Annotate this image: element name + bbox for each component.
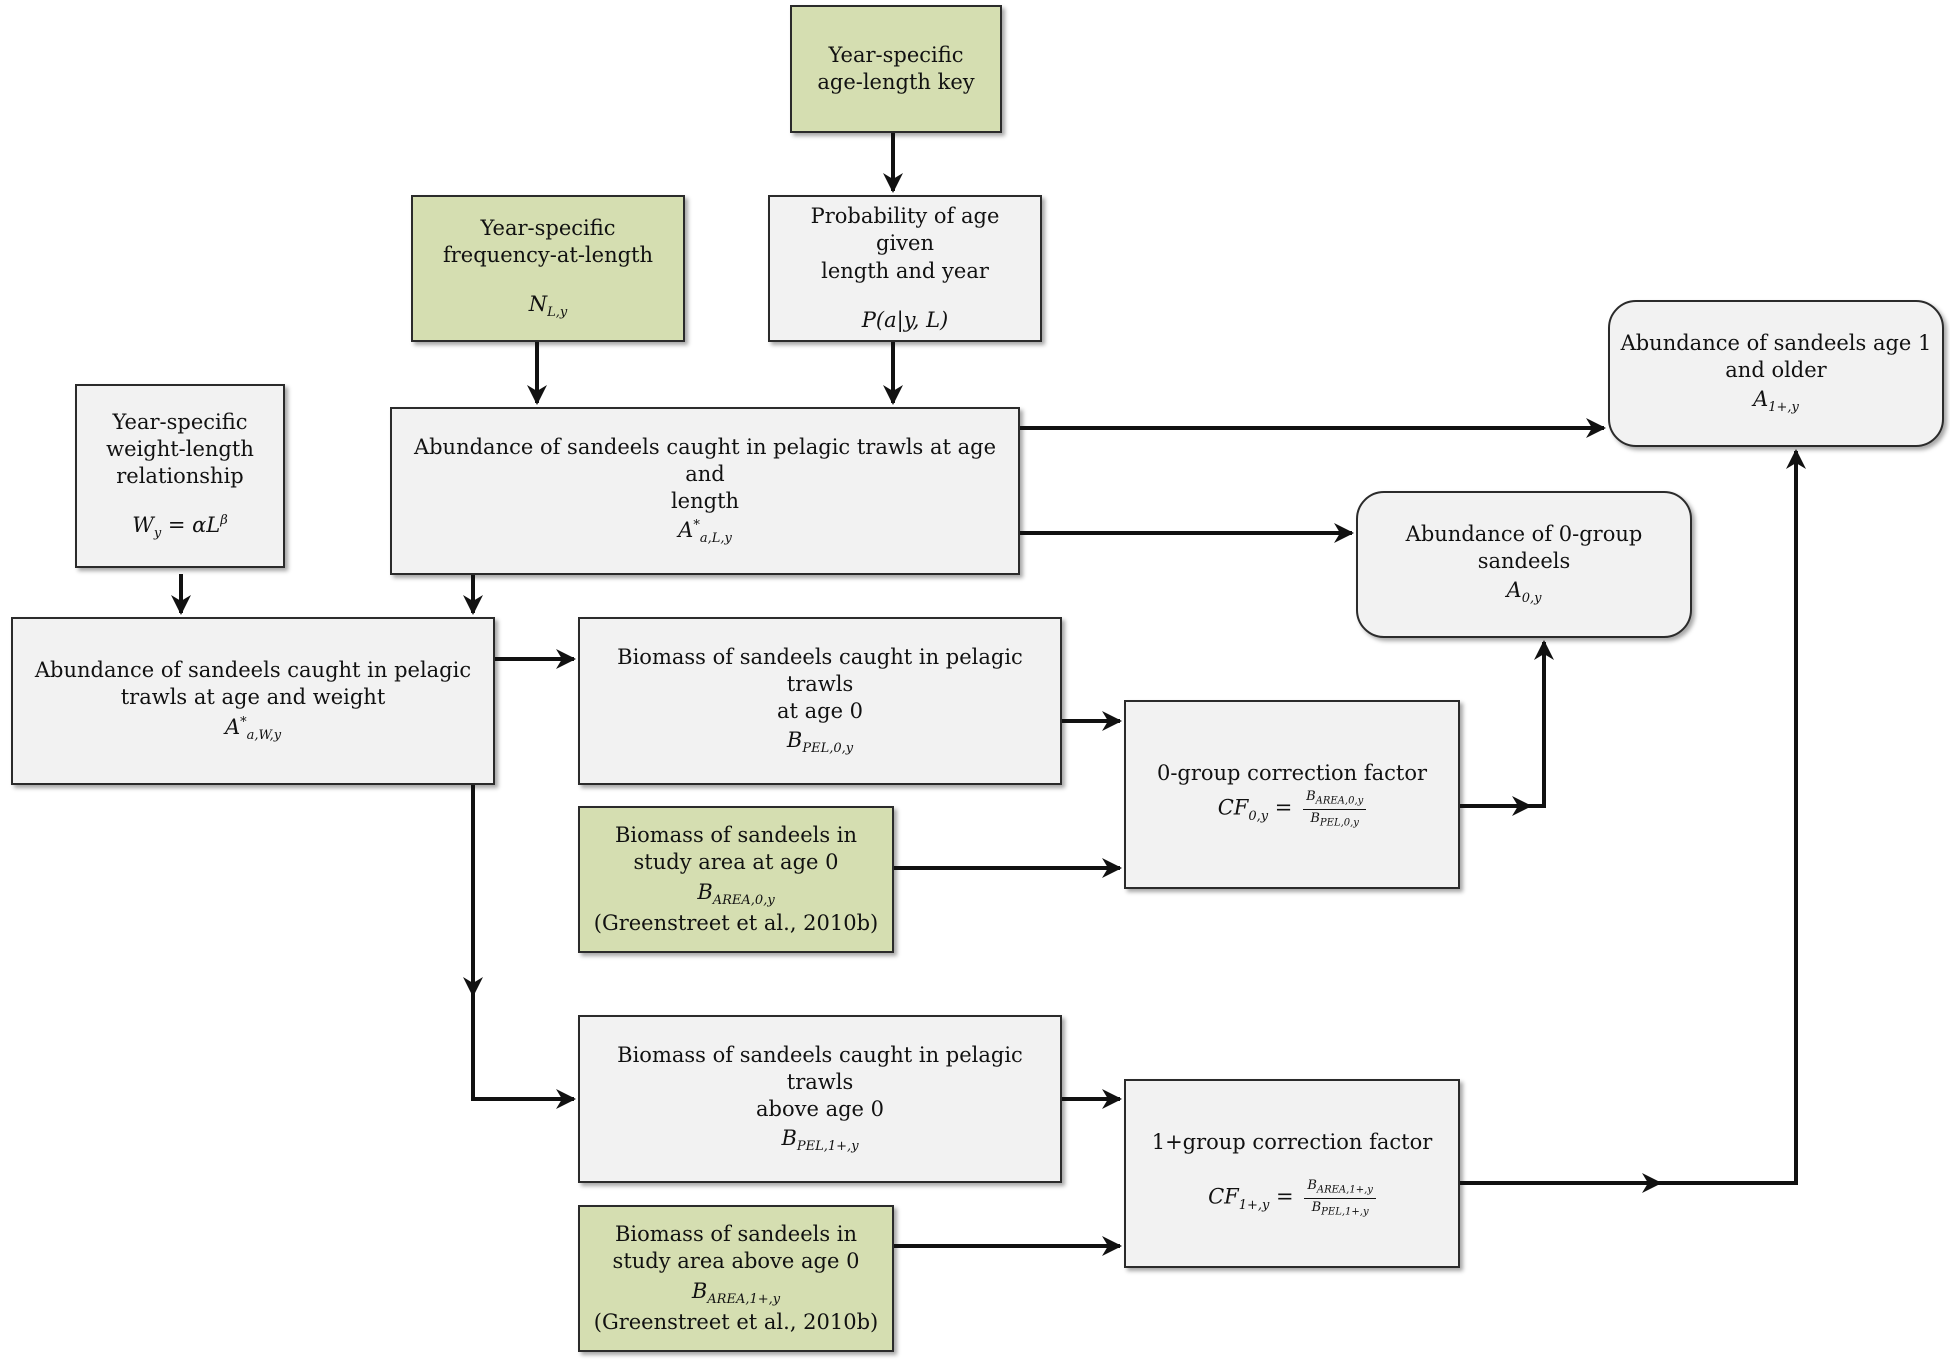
node-formula: BPEL,0,y	[786, 728, 854, 757]
node-text-line: weight-length	[106, 436, 254, 461]
node-text-line: Biomass of sandeels in	[614, 1222, 858, 1247]
node-formula: A*a,L,y	[678, 518, 732, 547]
node-text-line: 1+group correction factor	[1151, 1129, 1433, 1154]
node-abundance-age-weight: Abundance of sandeels caught in pelagic …	[11, 617, 495, 785]
node-text-line: Abundance of sandeels age 1	[1620, 330, 1932, 355]
formula-fraction: BAREA,1+,y BPEL,1+,y	[1304, 1178, 1376, 1218]
node-reference: (Greenstreet et al., 2010b)	[593, 910, 879, 935]
node-formula: BAREA,1+,y	[691, 1278, 781, 1307]
node-formula: A0,y	[1506, 578, 1542, 607]
node-text-line: 0-group correction factor	[1156, 760, 1428, 785]
node-formula: BAREA,0,y	[697, 879, 775, 908]
node-biomass-area-age-0: Biomass of sandeels in study area at age…	[578, 806, 894, 953]
node-formula: NL,y	[528, 292, 568, 321]
node-text-line: Biomass of sandeels in	[614, 823, 858, 848]
node-frequency-at-length: Year-specific frequency-at-length NL,y	[411, 195, 685, 342]
node-text-line: Biomass of sandeels caught in pelagic tr…	[617, 644, 1023, 696]
node-text-line: at age 0	[776, 699, 864, 724]
node-abundance-age-1-plus: Abundance of sandeels age 1 and older A1…	[1608, 300, 1944, 447]
node-correction-factor-1-plus-group: 1+group correction factor CF1+,y = BAREA…	[1124, 1079, 1460, 1268]
node-text-line: relationship	[116, 464, 244, 489]
node-text-line: frequency-at-length	[442, 242, 653, 267]
node-biomass-area-above-age-0: Biomass of sandeels in study area above …	[578, 1205, 894, 1352]
node-formula: CF1+,y = BAREA,1+,y BPEL,1+,y	[1208, 1178, 1376, 1218]
node-text-line: and older	[1725, 357, 1827, 382]
node-text-line: sandeels	[1477, 548, 1571, 573]
node-reference: (Greenstreet et al., 2010b)	[593, 1309, 879, 1334]
node-text-line: Year-specific	[480, 215, 616, 240]
node-probability-of-age: Probability of age given length and year…	[768, 195, 1042, 342]
node-formula: A1+,y	[1753, 387, 1799, 416]
node-text-line: study area at age 0	[633, 850, 839, 875]
node-formula: BPEL,1+,y	[781, 1126, 859, 1155]
node-formula: Wy = αLβ	[132, 513, 228, 542]
node-text-line: length	[670, 489, 740, 514]
node-text-line: age-length key	[817, 70, 975, 94]
edge-abundance-age-weight-to-biomass-pelagic-1-plus	[471, 785, 576, 1109]
node-text-line: Year-specific	[112, 409, 248, 434]
node-text-line: Probability of age given	[810, 204, 1000, 256]
node-formula: CF0,y = BAREA,0,y BPEL,0,y	[1218, 789, 1367, 829]
node-formula: P(a|y, L)	[861, 307, 949, 332]
node-correction-factor-0-group: 0-group correction factor CF0,y = BAREA,…	[1124, 700, 1460, 889]
node-text-line: trawls at age and weight	[120, 685, 386, 710]
formula-fraction: BAREA,0,y BPEL,0,y	[1303, 789, 1367, 829]
node-text-line: length and year	[821, 258, 989, 283]
node-text-line: above age 0	[756, 1097, 884, 1122]
node-abundance-age-length: Abundance of sandeels caught in pelagic …	[390, 407, 1020, 575]
node-biomass-pelagic-above-age-0: Biomass of sandeels caught in pelagic tr…	[578, 1015, 1062, 1183]
node-formula: A*a,W,y	[224, 714, 282, 743]
node-text-line: Abundance of 0-group	[1405, 521, 1643, 546]
node-text-line: Abundance of sandeels caught in pelagic	[34, 658, 472, 683]
node-weight-length-relationship: Year-specific weight-length relationship…	[75, 384, 285, 568]
node-biomass-pelagic-age-0: Biomass of sandeels caught in pelagic tr…	[578, 617, 1062, 785]
node-age-length-key: Year-specific age-length key	[790, 5, 1002, 133]
edge-correction-factor-0-to-abundance-0-group	[1460, 640, 1554, 808]
node-text-line: Year-specific	[828, 42, 964, 67]
node-text-line: study area above age 0	[612, 1249, 860, 1274]
node-text-line: Biomass of sandeels caught in pelagic tr…	[617, 1042, 1023, 1094]
node-abundance-0-group: Abundance of 0-group sandeels A0,y	[1356, 491, 1692, 638]
node-text-line: Abundance of sandeels caught in pelagic …	[413, 434, 997, 486]
edge-correction-factor-1-plus-to-abundance-1-plus	[1460, 449, 1806, 1185]
